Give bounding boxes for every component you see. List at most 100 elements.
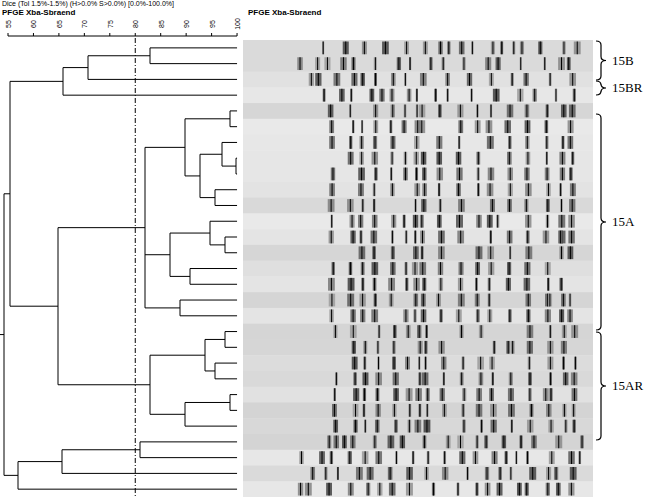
gel-band (364, 420, 366, 433)
band-marker (526, 483, 527, 496)
gel-lane (243, 450, 593, 466)
band-marker (570, 168, 571, 181)
band-marker (394, 357, 395, 370)
gel-band (477, 183, 479, 196)
gel-band (545, 168, 550, 181)
gel-band (334, 73, 341, 86)
band-marker (331, 451, 332, 464)
band-marker (481, 420, 482, 433)
band-marker (439, 105, 440, 118)
gel-band (426, 388, 430, 401)
gel-band (353, 388, 359, 401)
curly-bracket (596, 81, 606, 95)
gel-lane (243, 56, 593, 72)
gel-band (372, 215, 378, 228)
gel-band (333, 420, 338, 433)
gel-lane (243, 40, 593, 56)
group-label: 15BR (612, 81, 642, 94)
band-marker (461, 294, 462, 307)
gel-band (414, 231, 416, 244)
gel-band (329, 120, 334, 133)
gel-band (545, 309, 551, 322)
gel-band (525, 183, 532, 196)
band-marker (375, 73, 376, 86)
tree-branch (145, 254, 170, 255)
gel-band (558, 215, 565, 228)
band-marker (564, 325, 565, 338)
tree-branch (225, 331, 237, 332)
gel-band (400, 436, 405, 449)
band-marker (510, 388, 511, 401)
gel-band (562, 42, 566, 55)
band-marker (565, 420, 566, 433)
tree-branch (140, 457, 237, 458)
tree-branch (200, 154, 222, 155)
gel-band (299, 451, 303, 464)
band-marker (362, 278, 363, 291)
band-marker (510, 168, 511, 181)
gel-band (354, 420, 358, 433)
band-marker (441, 231, 442, 244)
tree-branch (185, 175, 200, 176)
band-marker (574, 325, 575, 338)
gel-band (488, 278, 491, 291)
band-marker (312, 467, 313, 480)
gel-band (413, 215, 418, 228)
band-marker (371, 89, 372, 102)
gel-band (525, 136, 529, 149)
gel-band (375, 451, 382, 464)
band-marker (373, 231, 374, 244)
band-marker (364, 42, 365, 55)
gel-band (349, 105, 351, 118)
band-marker (390, 467, 391, 480)
band-marker (361, 246, 362, 259)
band-marker (480, 372, 481, 385)
tree-branch (190, 284, 237, 285)
band-marker (528, 246, 529, 259)
gel-band (467, 73, 472, 86)
band-marker (544, 57, 545, 70)
band-marker (571, 483, 572, 496)
band-marker (394, 404, 395, 417)
gel-lane (243, 387, 593, 403)
gel-band (485, 57, 491, 70)
gel-band (492, 451, 498, 464)
band-marker (362, 120, 363, 133)
band-marker (574, 388, 575, 401)
gel-band (405, 278, 408, 291)
band-marker (511, 404, 512, 417)
gel-band (420, 215, 424, 228)
gel-band (363, 404, 366, 417)
gel-band (420, 231, 425, 244)
gel-band (457, 436, 463, 449)
gel-band (388, 467, 393, 480)
gel-lane (243, 198, 593, 214)
gel-band (442, 467, 448, 480)
gel-band (524, 262, 530, 275)
gel-band (342, 436, 347, 449)
gel-band (491, 420, 497, 433)
tree-branch (150, 355, 205, 356)
tree-branch (150, 414, 185, 415)
band-marker (488, 57, 489, 70)
band-marker (422, 262, 423, 275)
scale-tick (84, 33, 85, 36)
gel-band (570, 467, 577, 480)
band-marker (336, 73, 337, 86)
band-marker (439, 152, 440, 165)
band-marker (574, 372, 575, 385)
band-marker (547, 215, 548, 228)
band-marker (545, 231, 546, 244)
band-marker (571, 231, 572, 244)
gel-band (443, 372, 445, 385)
gel-band (473, 451, 479, 464)
gel-band (432, 483, 435, 496)
gel-band (404, 152, 407, 165)
gel-band (546, 215, 549, 228)
band-marker (561, 278, 562, 291)
band-marker (545, 388, 546, 401)
band-marker (360, 183, 361, 196)
gel-band (429, 57, 432, 70)
gel-lane (243, 481, 593, 497)
gel-band (458, 120, 463, 133)
